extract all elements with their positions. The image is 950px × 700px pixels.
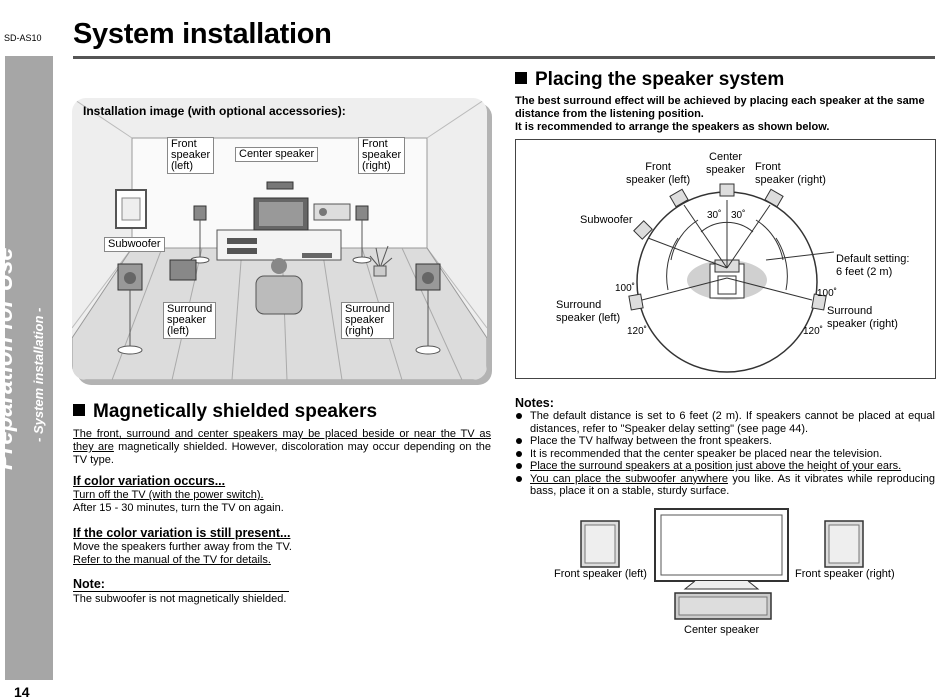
title-rule — [73, 56, 935, 59]
diagram-label-subwoofer: Subwoofer — [580, 214, 633, 226]
tv-label-center: Center speaker — [684, 624, 760, 636]
diagram-label-default-setting: Default setting:6 feet (2 m) — [836, 253, 910, 278]
sidebar-section-title: Preparation for Use — [0, 247, 18, 470]
color-step-2: After 15 - 30 minutes, turn the TV on ag… — [73, 502, 284, 514]
model-number: SD-AS10 — [4, 33, 42, 43]
note-item-1: The default distance is set to 6 feet (2… — [515, 410, 935, 435]
label-center-speaker: Center speaker — [235, 147, 319, 162]
tv-label-front-left: Front speaker (left) — [554, 568, 647, 580]
angle-120-left: 120˚ — [627, 326, 648, 337]
angle-100-left: 100˚ — [615, 283, 636, 294]
angle-100-right: 100˚ — [817, 288, 838, 299]
still-step-2: Refer to the manual of the TV for detail… — [73, 554, 271, 566]
note-item-2: Place the TV halfway between the front s… — [515, 435, 935, 448]
heading-color-variation: If color variation occurs... — [73, 474, 226, 488]
notes-heading: Notes: — [515, 396, 554, 410]
illustration-caption: Installation image (with optional access… — [83, 104, 346, 118]
angle-120-right: 120˚ — [803, 326, 824, 337]
heading-magnetic: Magnetically shielded speakers — [73, 401, 377, 423]
sidebar-band — [5, 56, 53, 680]
note-item-4: Place the surround speakers at a positio… — [515, 460, 935, 473]
sidebar-section-subtitle: - System installation - — [31, 307, 46, 442]
angle-30-right: 30˚ — [731, 210, 746, 221]
page-title: System installation — [73, 18, 332, 50]
note-item-5: You can place the subwoofer anywhere you… — [515, 473, 935, 498]
still-step-1: Move the speakers further away from the … — [73, 541, 292, 553]
placing-intro: The best surround effect will be achieve… — [515, 95, 925, 133]
room-drawing — [72, 98, 487, 380]
heading-still-present: If the color variation is still present.… — [73, 526, 291, 540]
note-text: The subwoofer is not magnetically shield… — [73, 593, 287, 605]
placement-drawing — [628, 183, 835, 373]
heading-placing: Placing the speaker system — [515, 69, 784, 91]
page-number: 14 — [14, 684, 30, 700]
note-item-3: It is recommended that the center speake… — [515, 448, 935, 461]
label-subwoofer: Subwoofer — [104, 237, 165, 252]
notes-list: The default distance is set to 6 feet (2… — [515, 410, 935, 498]
color-step-1: Turn off the TV (with the power switch). — [73, 489, 264, 501]
tv-arrangement-drawing — [580, 508, 864, 620]
tv-label-front-right: Front speaker (right) — [795, 568, 895, 580]
angle-30-left: 30˚ — [707, 210, 722, 221]
magnetic-paragraph: The front, surround and center speakers … — [73, 428, 491, 466]
note-heading: Note: — [73, 577, 289, 592]
